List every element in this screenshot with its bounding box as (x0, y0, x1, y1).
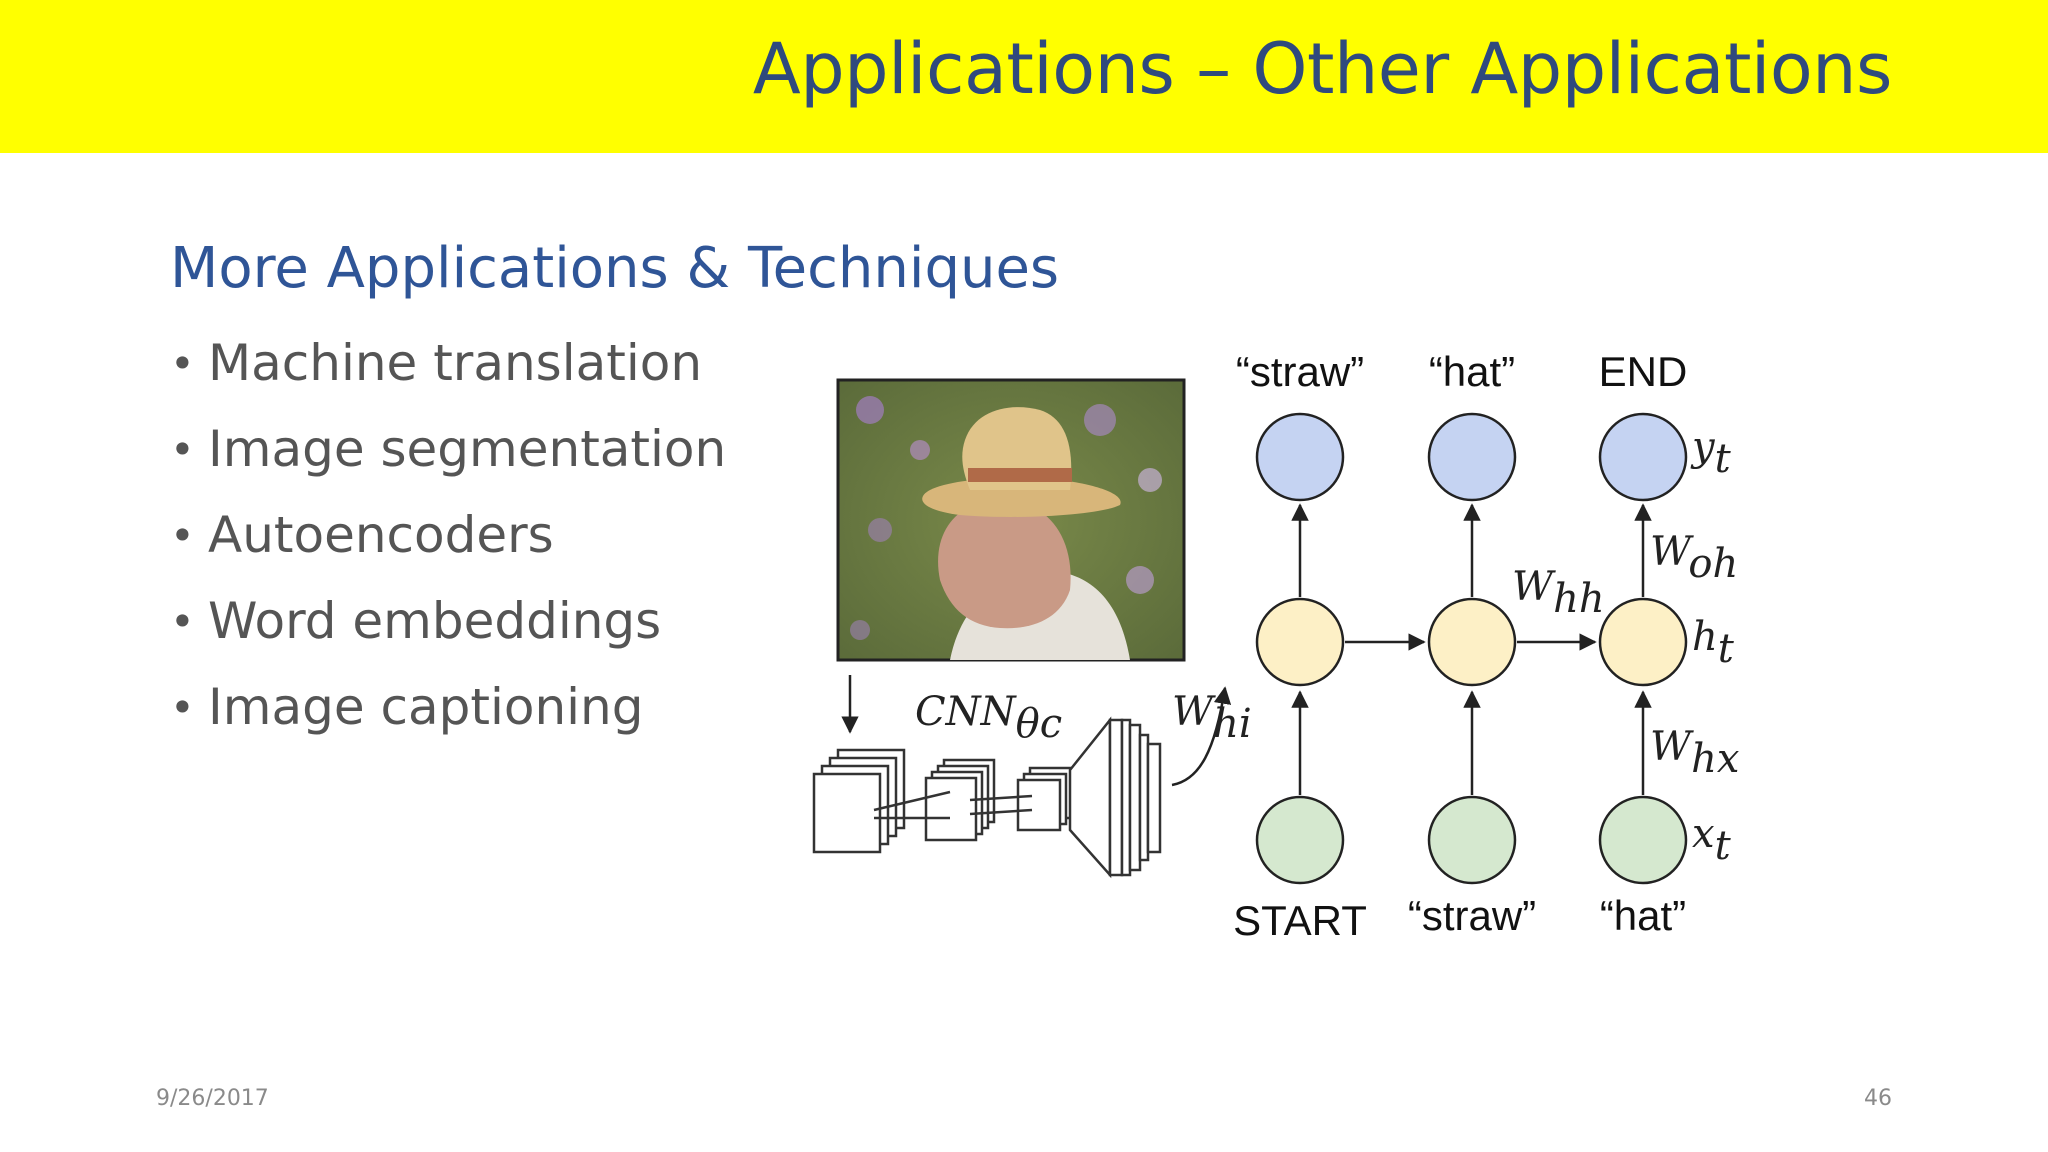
h-t-label: ht (1692, 614, 1735, 672)
cnn-label: CNNθc (915, 689, 1062, 747)
w-hx-label: Whx (1650, 724, 1739, 782)
input-label: “straw” (1408, 892, 1536, 939)
footer-date: 9/26/2017 (156, 1086, 269, 1111)
y-t-label: yt (1690, 424, 1732, 482)
bullet-dot-icon: • (170, 683, 195, 732)
bullet-text: Word embeddings (208, 592, 662, 650)
man-wearing-straw-hat-photo (836, 378, 1186, 662)
bullet-dot-icon: • (170, 425, 195, 474)
bullet-text: Machine translation (208, 334, 703, 392)
output-node (1598, 412, 1688, 502)
x-t-label: xt (1692, 811, 1732, 869)
bullet-text: Autoencoders (208, 506, 554, 564)
output-label: END (1599, 348, 1688, 395)
bullet-item: • Image segmentation (170, 412, 726, 498)
cnn-stack (812, 716, 1162, 879)
hidden-node (1255, 597, 1345, 687)
output-node (1255, 412, 1345, 502)
bullet-dot-icon: • (170, 339, 195, 388)
hidden-node (1427, 597, 1517, 687)
bullet-dot-icon: • (170, 511, 195, 560)
input-node (1255, 795, 1345, 885)
slide-title: Applications – Other Applications (752, 28, 1893, 110)
input-label: START (1233, 897, 1367, 944)
bullet-text: Image segmentation (208, 420, 727, 478)
w-oh-label: Woh (1650, 529, 1738, 587)
page-number: 46 (1864, 1086, 1892, 1111)
bullet-text: Image captioning (208, 678, 644, 736)
bullet-item: • Autoencoders (170, 498, 726, 584)
input-node (1598, 795, 1688, 885)
output-node (1427, 412, 1517, 502)
bullet-item: • Word embeddings (170, 584, 726, 670)
slide-subtitle: More Applications & Techniques (170, 236, 1060, 301)
w-hi-label: Whi (1172, 689, 1252, 747)
bullet-dot-icon: • (170, 597, 195, 646)
input-label: “hat” (1600, 892, 1686, 939)
bullet-list: • Machine translation • Image segmentation… (170, 326, 726, 756)
rnn-grid (1255, 412, 1688, 885)
image-captioning-diagram: CNNθc Whi (812, 348, 1739, 944)
bullet-item: • Machine translation (170, 326, 726, 412)
bullet-item: • Image captioning (170, 670, 726, 756)
hidden-node (1598, 597, 1688, 687)
w-hh-label: Whh (1512, 564, 1605, 622)
title-bar: Applications – Other Applications (0, 0, 2048, 153)
output-label: “straw” (1236, 348, 1364, 395)
output-label: “hat” (1429, 348, 1515, 395)
input-node (1427, 795, 1517, 885)
